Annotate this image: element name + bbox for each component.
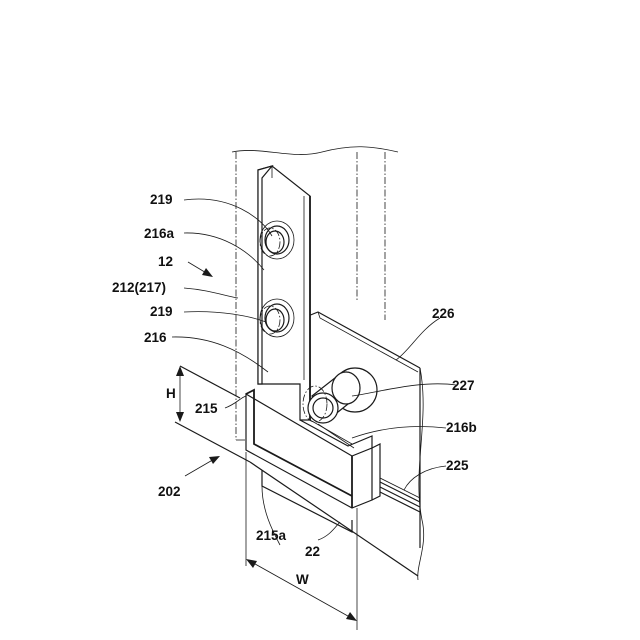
leader-216a [184, 233, 264, 270]
base-edge-upper [180, 366, 240, 398]
ref-arrows [185, 262, 220, 476]
leader-225 [404, 466, 446, 490]
plate-226-inner-edge [318, 312, 418, 372]
leader-227 [352, 384, 456, 396]
leader-215 [225, 396, 246, 408]
dim-h-arrow-bottom [176, 412, 184, 422]
rail-225 [380, 478, 420, 512]
dim-w-line [248, 560, 355, 620]
break-line [232, 147, 398, 155]
leader-219b [184, 312, 266, 322]
label-h: H [166, 386, 176, 401]
label-226: 226 [432, 306, 455, 321]
label-215: 215 [195, 401, 218, 416]
label-202: 202 [158, 484, 181, 499]
label-12: 12 [158, 254, 173, 269]
dimension-h [176, 366, 184, 422]
leader-216 [172, 337, 268, 372]
label-215a: 215a [256, 528, 287, 543]
label-w: W [296, 572, 309, 587]
leader-212 [184, 288, 238, 298]
label-212-217: 212(217) [112, 280, 166, 295]
dim-w-arrow-right [346, 612, 357, 621]
bracket-front-face [258, 166, 310, 420]
plate-226-break [418, 368, 424, 580]
label-216a: 216a [144, 226, 175, 241]
dim-w-arrow-left [246, 559, 257, 568]
bracket-216 [258, 166, 310, 420]
leaders [172, 199, 456, 545]
rail-225-line-2 [380, 487, 420, 507]
label-219-upper: 219 [150, 192, 173, 207]
leader-226 [396, 318, 440, 360]
channel-end [372, 444, 380, 500]
leader-216b [352, 426, 446, 438]
arrow-202-head [209, 456, 220, 464]
rail-225-line-1 [380, 482, 420, 502]
label-219-lower: 219 [150, 304, 173, 319]
label-225: 225 [446, 458, 469, 473]
base-edge-lower [175, 422, 250, 462]
label-227: 227 [452, 378, 475, 393]
boss-227 [303, 368, 377, 423]
arrow-12-head [202, 268, 213, 277]
boss-227-back [332, 372, 360, 404]
label-216b: 216b [446, 420, 477, 435]
label-216: 216 [144, 330, 167, 345]
label-22: 22 [305, 544, 320, 559]
